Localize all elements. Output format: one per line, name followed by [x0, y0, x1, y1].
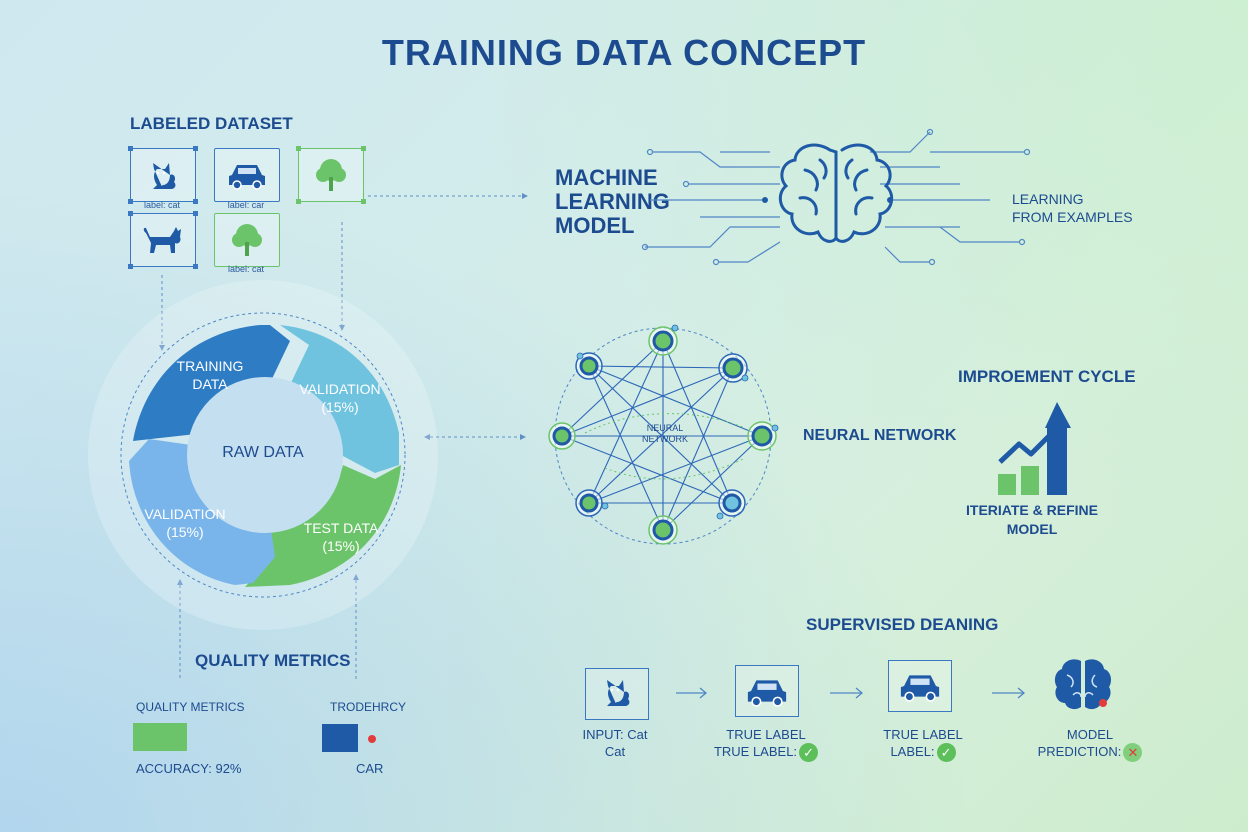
- cat-icon: [153, 163, 176, 189]
- nn-node: [718, 489, 746, 517]
- neural-network-diagram: [548, 324, 779, 545]
- ml-side-caption: LEARNING FROM EXAMPLES: [1012, 191, 1133, 225]
- segment-validation-bottom: [129, 439, 275, 585]
- segment-label-validation-bottom: VALIDATION (15%): [144, 506, 226, 540]
- quality-metrics-title: QUALITY METRICS: [195, 651, 351, 670]
- step-prediction-caption: MODEL PREDICTION:✕: [1030, 726, 1150, 763]
- tile-caption: label: cat: [143, 200, 181, 210]
- dataset-tile-car: [214, 148, 280, 202]
- dataset-tile-cat-walking: [128, 211, 198, 269]
- nn-node: [747, 421, 777, 451]
- dataset-tile-tree-2: [214, 213, 280, 267]
- raw-data-label: RAW DATA: [222, 444, 304, 461]
- segment-label-validation-top: VALIDATION (15%): [299, 381, 381, 415]
- car-icon: [229, 165, 265, 190]
- nn-node: [548, 422, 576, 450]
- nn-node: [718, 353, 748, 383]
- segment-label-training: TRAINING DATA: [176, 358, 244, 392]
- flow-arrows: [676, 687, 1026, 699]
- nn-node: [575, 352, 603, 380]
- step-input-box: [585, 668, 649, 720]
- step-label-caption: TRUE LABEL LABEL:✓: [883, 727, 963, 763]
- secondary-metric-label: TRODEHRCY: [330, 700, 407, 714]
- brain-circuit-diagram: [641, 128, 1031, 266]
- step-input-caption: INPUT: Cat Cat: [582, 727, 648, 759]
- nn-node: [648, 515, 678, 545]
- quality-metrics-label: QUALITY METRICS: [136, 700, 245, 714]
- accuracy-swatch: [133, 723, 187, 751]
- labeled-dataset-heading: LABELED DATASET: [130, 114, 293, 133]
- cat-icon: [607, 680, 630, 706]
- brain-icon: [778, 143, 894, 243]
- dataset-tile-tree: [296, 146, 366, 204]
- tree-icon: [232, 224, 262, 256]
- nn-node: [648, 326, 678, 356]
- step-true-label-caption: TRUE LABEL TRUE LABEL:✓: [706, 726, 826, 763]
- car-icon: [747, 680, 787, 707]
- secondary-metric-value: CAR: [356, 761, 384, 776]
- improvement-caption: ITERIATE & REFINE MODEL: [966, 502, 1098, 537]
- page-title: TRAINING DATA CONCEPT: [381, 32, 867, 73]
- supervised-title: SUPERVISED DEANING: [806, 615, 999, 634]
- segment-label-test: TEST DATA (15%): [303, 520, 379, 554]
- cross-icon: ✕: [1123, 743, 1143, 763]
- step-true-label-box: [735, 665, 799, 717]
- nn-node: [575, 489, 603, 517]
- segment-validation-top: [280, 325, 399, 473]
- tree-icon: [316, 159, 346, 191]
- step-label-box: [888, 660, 952, 712]
- dataset-tile-cat: [128, 146, 198, 204]
- ml-model-title: MACHINE LEARNING MODEL: [555, 165, 670, 238]
- tile-caption: label: cat: [227, 264, 265, 274]
- neural-network-label: NEURAL NETWORK: [803, 427, 957, 444]
- cat-icon: [143, 227, 181, 253]
- improvement-cycle-title: IMPROEMENT CYCLE: [958, 367, 1136, 386]
- growth-chart-icon: [998, 402, 1071, 495]
- accuracy-value: ACCURACY: 92%: [136, 761, 242, 776]
- status-dot: [368, 735, 376, 743]
- brain-icon: [1054, 659, 1112, 710]
- neural-network-center-label: NEURAL NETWORK: [642, 423, 688, 444]
- check-icon: ✓: [936, 743, 956, 763]
- segment-test: [245, 465, 401, 587]
- tile-caption: label: car: [227, 200, 265, 210]
- check-icon: ✓: [799, 743, 819, 763]
- segment-training: [133, 325, 290, 441]
- data-split-ring: [88, 280, 438, 630]
- secondary-metric-swatch: [322, 724, 358, 752]
- car-icon: [900, 675, 940, 702]
